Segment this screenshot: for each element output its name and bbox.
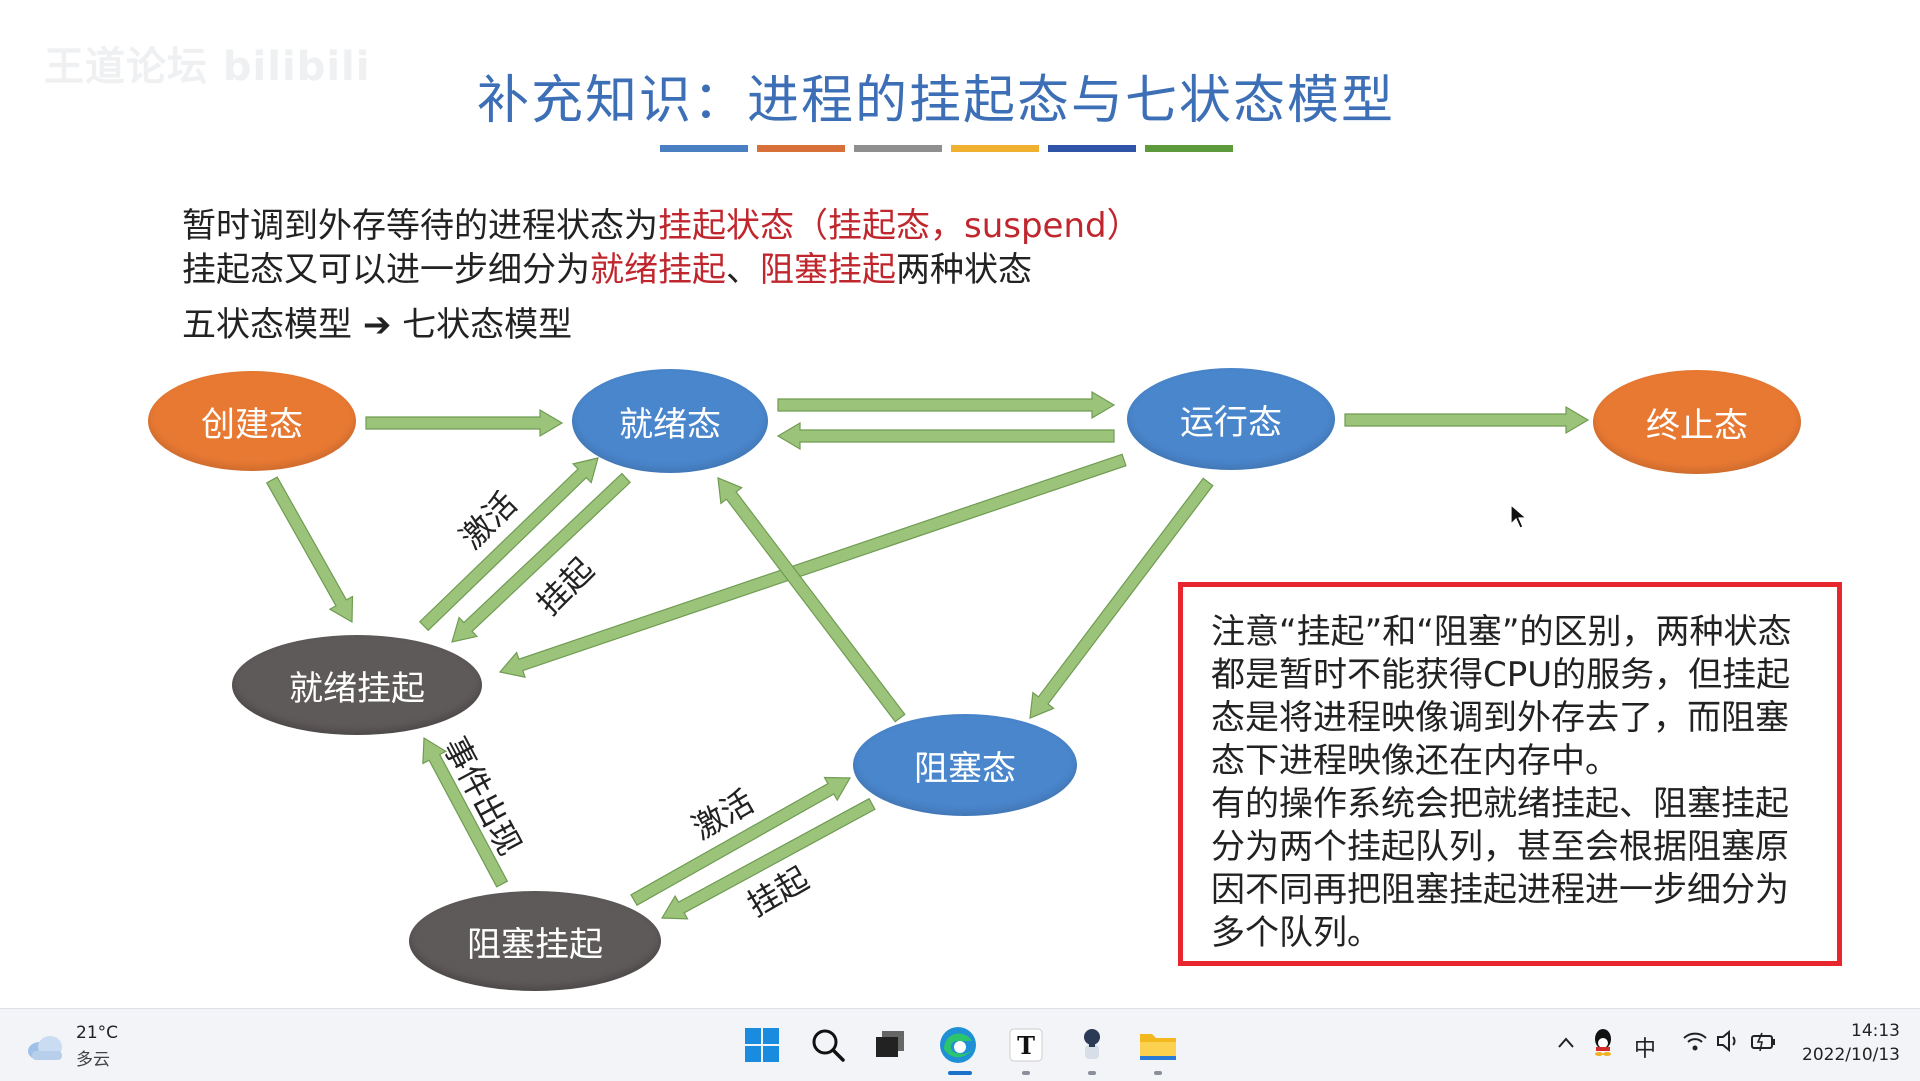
five-state-model: 五状态模型 [182,305,352,345]
right-arrow-icon: ➔ [362,305,392,345]
node-create: 创建态 [148,371,356,471]
cloud-icon [28,1036,62,1060]
qq-icon[interactable] [1592,1027,1614,1063]
battery-icon[interactable] [1750,1029,1778,1059]
typora-running-indicator [1022,1071,1030,1075]
note-box: 注意“挂起”和“阻塞”的区别，两种状态都是暂时不能获得CPU的服务，但挂起态是将… [1178,582,1842,966]
accent-bar-5 [1048,145,1136,152]
intro-line-2: 挂起态又可以进一步细分为就绪挂起、阻塞挂起两种状态 [182,242,1032,291]
arrow-create-to-ready-suspend [265,476,354,624]
taskbar: 21°C 多云 T [0,1008,1920,1081]
model-line: 五状态模型 ➔ 七状态模型 [182,297,572,346]
edge-active-indicator [948,1071,972,1075]
intro-line-2-text: 挂起态又可以进一步细分为 [182,250,590,290]
node-ready: 就绪态 [572,369,768,473]
intro-line-1-text: 暂时调到外存等待的进程状态为 [182,206,658,246]
blocked-suspend-highlight: 阻塞挂起 [760,250,896,290]
clock[interactable]: 14:13 2022/10/13 [1800,1021,1900,1065]
accent-bar-3 [854,145,942,152]
node-blocked: 阻塞态 [853,714,1077,816]
chevron-up-icon[interactable] [1556,1027,1576,1063]
explorer-running-indicator [1154,1071,1162,1075]
note-paragraph-2: 有的操作系统会把就绪挂起、阻塞挂起分为两个挂起队列，甚至会根据阻塞原因不同再把阻… [1211,784,1789,953]
volume-icon[interactable] [1716,1029,1742,1059]
slide-title: 补充知识：进程的挂起态与七状态模型 [476,71,1395,131]
task-view-icon[interactable] [868,1023,912,1067]
mouse-cursor-icon [1510,504,1528,529]
watermark: 王道论坛 bilibili [44,44,371,90]
separator: 、 [726,250,760,290]
intro-line-1: 暂时调到外存等待的进程状态为挂起状态（挂起态，suspend） [182,198,1141,247]
svg-text:T: T [1017,1031,1035,1060]
note-paragraph-1: 注意“挂起”和“阻塞”的区别，两种状态都是暂时不能获得CPU的服务，但挂起态是将… [1211,612,1792,781]
accent-bar-4 [951,145,1039,152]
arrow-blocked-to-blocked-suspend [660,797,876,920]
search-icon[interactable] [806,1023,850,1067]
app-icon[interactable] [1070,1023,1114,1067]
intro-line-1-highlight: 挂起状态（挂起态，suspend） [658,206,1141,246]
windows-start-icon[interactable] [740,1023,784,1067]
arrow-ready-suspend-to-ready [418,457,599,632]
arrow-ready-to-ready-suspend [451,472,631,643]
node-ready-suspend: 就绪挂起 [232,635,482,735]
ready-suspend-highlight: 就绪挂起 [590,250,726,290]
node-running: 运行态 [1127,368,1335,470]
arrow-running-to-blocked [1029,477,1214,719]
clock-date: 2022/10/13 [1802,1045,1900,1065]
transition-arrows [265,390,1590,920]
weather-temperature: 21°C [76,1023,119,1043]
edge-browser-icon[interactable] [936,1023,980,1067]
seven-state-model: 七状态模型 [402,305,573,345]
input-method-indicator[interactable]: 中 [1634,1037,1657,1062]
typora-icon[interactable]: T [1004,1023,1048,1067]
weather-widget[interactable]: 21°C 多云 [26,1021,136,1070]
app-running-indicator [1088,1071,1096,1075]
accent-bar-1 [660,145,748,152]
accent-bar-2 [757,145,845,152]
node-blocked-suspend: 阻塞挂起 [409,891,661,991]
arrow-running-to-terminated [1344,405,1590,435]
intro-line-2-suffix: 两种状态 [896,250,1032,290]
arrow-blocked-suspend-to-blocked [630,776,852,907]
arrow-blocked-to-ready [717,477,906,723]
wifi-icon[interactable] [1682,1029,1708,1059]
arrow-running-to-ready [776,421,1115,451]
slide: 王道论坛 bilibili 补充知识：进程的挂起态与七状态模型 暂时调到外存等待… [44,44,1842,991]
weather-description: 多云 [76,1050,110,1070]
arrow-create-to-ready [365,408,564,438]
file-explorer-icon[interactable] [1136,1023,1180,1067]
accent-bar-6 [1145,145,1233,152]
arrow-running-to-ready-suspend [498,453,1127,678]
arrow-blocked-suspend-to-ready-suspend [422,736,509,888]
clock-time: 14:13 [1851,1021,1900,1041]
node-terminated: 终止态 [1593,370,1801,474]
arrow-ready-to-running [777,390,1116,420]
